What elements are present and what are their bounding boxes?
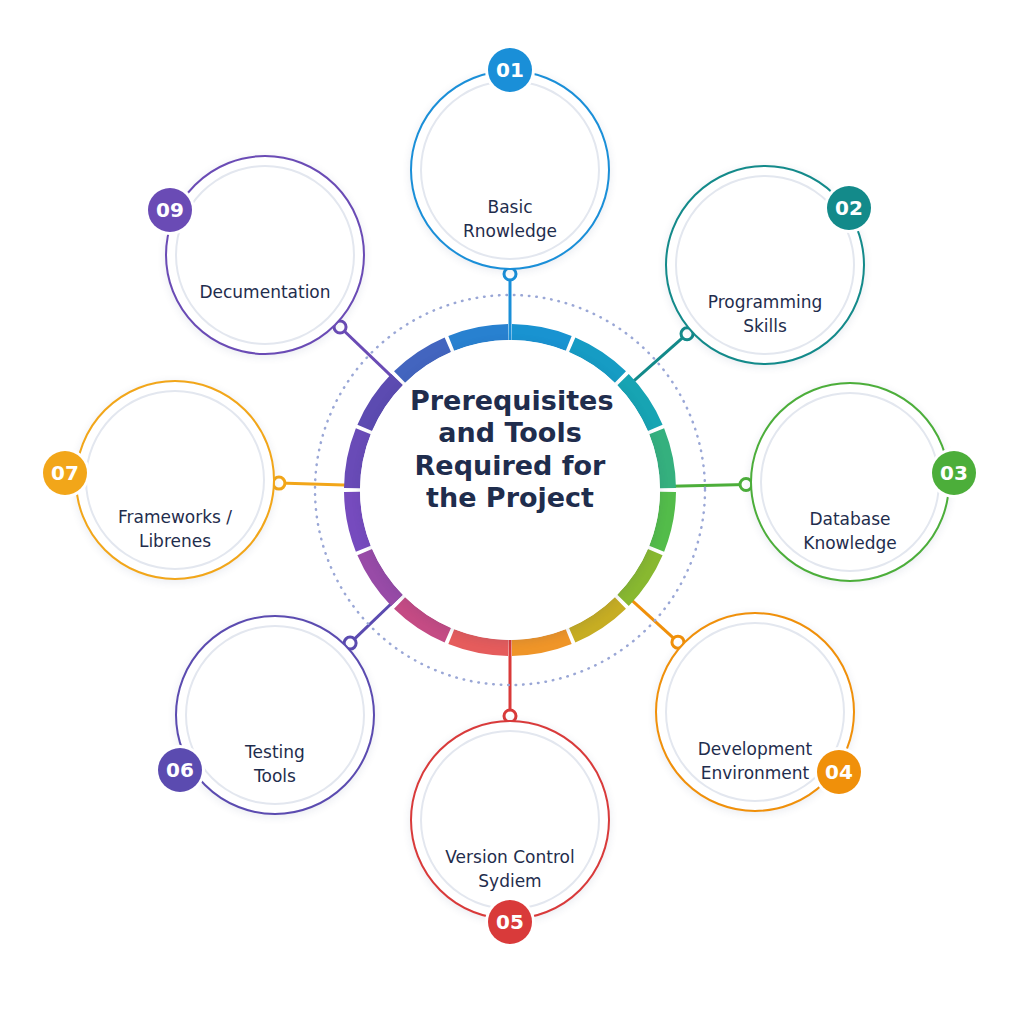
callout-number: 07 [43,451,87,495]
topic-label: Frameworks / Librenes [115,506,235,554]
topic-label: Development Environment [695,738,815,786]
topic-label: Basic Rnowledge [450,196,570,244]
callout-number: 06 [158,748,202,792]
connector-line [509,274,512,340]
topic-label: Programming Skills [705,291,825,339]
callout-number: 02 [827,186,871,230]
color-ring [344,324,676,656]
connector-line [509,640,512,716]
callout-number: 05 [488,900,532,944]
topic-circle: 03Database Knowledge [750,382,950,582]
topic-circle: 09Decumentation [165,155,365,355]
dotted-ring [315,295,705,685]
topic-circle: 02Programming Skills [665,165,865,365]
topic-label: Database Knowledge [790,508,910,556]
callout-number: 01 [488,48,532,92]
topic-circle: 07Frameworks / Librenes [75,380,275,580]
callout-number: 03 [932,451,976,495]
topic-circle: 01Basic Rnowledge [410,70,610,270]
topic-label: Decumentation [190,281,340,305]
topic-circle: 06Testing Tools [175,615,375,815]
callout-number: 09 [148,188,192,232]
topic-label: Version Control Sydiem [440,846,580,894]
center-circle: Prerequisites and Tools Required for the… [360,340,660,640]
diagram-title: Prerequisites and Tools Required for the… [410,385,610,515]
topic-circle: 05Version Control Sydiem [410,720,610,920]
callout-number: 04 [817,750,861,794]
topic-circle: 04Development Environment [655,612,855,812]
topic-label: Testing Tools [230,741,320,789]
